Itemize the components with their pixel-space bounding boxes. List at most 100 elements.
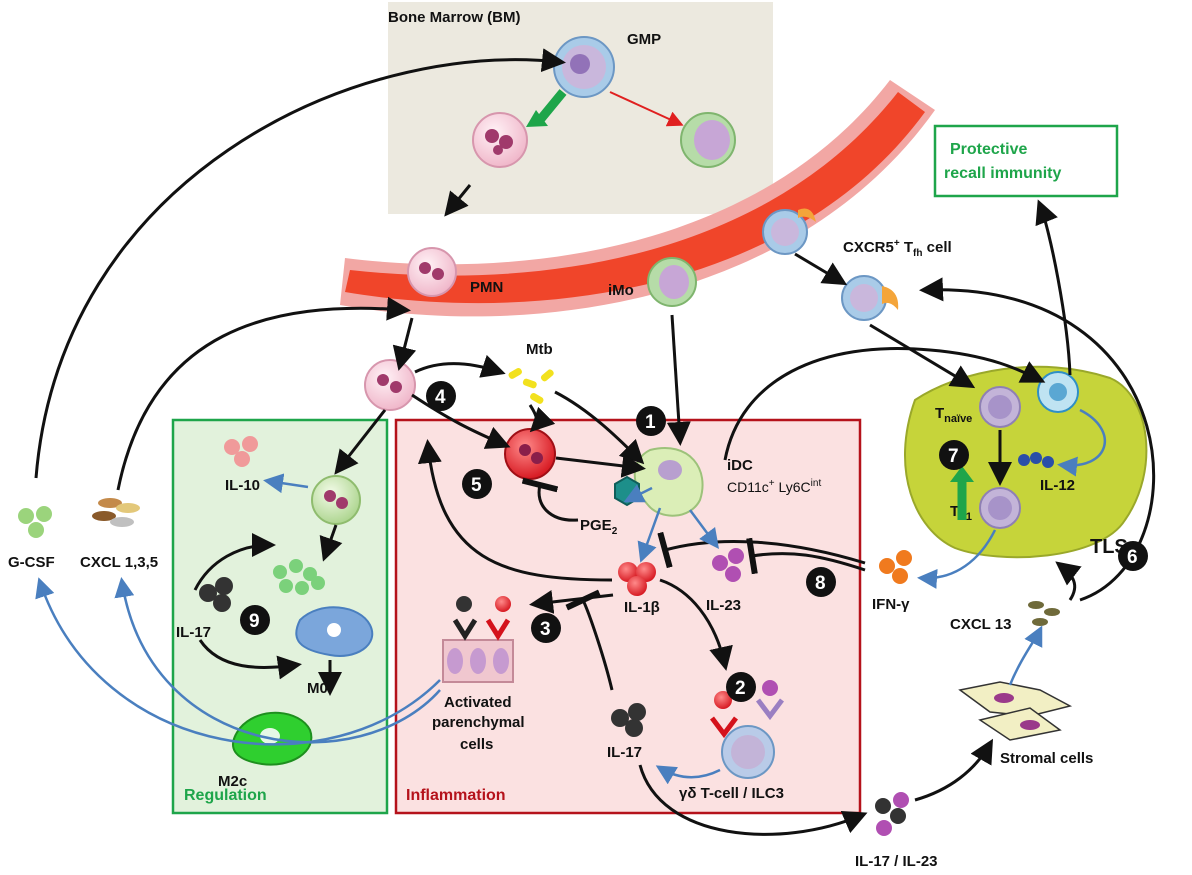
cxcl13-to-tfh-arrow <box>919 277 1156 602</box>
gmp-to-pmn-green-arrow <box>536 89 567 123</box>
gcsf-to-bm-arrow <box>34 48 566 479</box>
m0-label: M0 <box>307 680 328 697</box>
svg-text:6: 6 <box>1127 547 1138 568</box>
step-8-badge: 8 <box>806 567 836 597</box>
bm-monocyte <box>680 112 736 168</box>
dc-to-il12-arrow <box>1057 408 1107 477</box>
parenchymal-cells <box>442 596 514 683</box>
th1-cell <box>979 487 1021 529</box>
il17-il23-to-stromal-arrow <box>914 738 994 802</box>
idc-to-pge2-arrow <box>623 484 653 503</box>
svg-text:3: 3 <box>540 619 551 640</box>
mtb-to-infected-arrow <box>528 404 556 433</box>
parenchymal-to-cxcl-arrow <box>114 577 441 744</box>
cxcl13-label: CXCL 13 <box>950 616 1011 633</box>
il23-molecules <box>712 548 744 582</box>
idc-to-tls-arrow <box>723 347 1046 461</box>
svg-text:5: 5 <box>471 475 482 496</box>
ifng-molecules <box>879 550 912 584</box>
neutrophil-to-infected-arrow <box>411 393 511 449</box>
step-3-badge: 3 <box>531 613 561 643</box>
protective-label-line1: Protective <box>950 141 1027 158</box>
protective-immunity-box <box>933 124 1119 198</box>
idc-to-il23-arrow <box>688 509 719 550</box>
tfh-label: CXCR5+ Tfh cell <box>843 238 952 259</box>
svg-text:2: 2 <box>735 678 746 699</box>
gd-t-cell-label: γδ T-cell / ILC3 <box>679 785 784 802</box>
pmn-extravasation-arrow <box>392 317 417 371</box>
il17-to-bottom-arrow <box>638 764 868 836</box>
stromal-to-cxcl13-arrow <box>1008 625 1043 686</box>
th1-to-ifng-arrow <box>917 529 997 589</box>
stromal-label: Stromal cells <box>1000 750 1093 767</box>
step-6-badge: 6 <box>1118 541 1148 571</box>
neutrophil-apoptosis-arrow <box>319 524 343 562</box>
pge2-molecule <box>614 475 640 507</box>
bm-to-vessel-arrow <box>444 184 472 217</box>
step-1-badge: 1 <box>636 406 666 436</box>
il1b-molecules <box>618 562 656 596</box>
regulation-label: Regulation <box>184 787 267 804</box>
bone-marrow-box <box>388 2 773 214</box>
tls-dendritic-cell <box>1037 371 1079 413</box>
il17-inflammation-label: IL-17 <box>607 744 642 761</box>
idc-to-il1b-arrow <box>637 507 662 563</box>
il23-label: IL-23 <box>706 597 741 614</box>
step-5-badge: 5 <box>462 469 492 499</box>
il17-il23-molecules <box>875 792 909 836</box>
svg-text:1: 1 <box>645 412 656 433</box>
apoptotic-bodies <box>273 559 325 595</box>
extravasated-neutrophil <box>364 359 416 411</box>
mtb-to-idc-arrow <box>554 390 645 465</box>
idc-markers: CD11c+ Ly6Cint <box>727 478 821 495</box>
gmp-to-imo-red-arrow <box>609 91 684 127</box>
vessel-neutrophil <box>407 247 457 297</box>
cxcl13-molecules <box>1028 601 1060 626</box>
svg-text:8: 8 <box>815 573 826 594</box>
il1b-il23-to-gdt-arrow <box>659 578 733 671</box>
step-4-badge: 4 <box>426 381 456 411</box>
cxcl135-molecules <box>92 498 140 527</box>
gcsf-label: G-CSF <box>8 554 55 571</box>
step-9-badge: 9 <box>240 605 270 635</box>
tnaive-label: Tnaïve <box>935 405 972 425</box>
tfh-cell <box>841 275 899 321</box>
gdt-to-il17-arrow <box>655 765 721 785</box>
tls-to-protective-arrow <box>1035 199 1072 376</box>
il17-regulation-molecules <box>199 577 233 612</box>
gcsf-molecules <box>18 506 52 538</box>
green-up-arrowhead <box>950 466 974 482</box>
il12-label: IL-12 <box>1040 477 1075 494</box>
inflammation-label: Inflammation <box>406 787 506 804</box>
cxcl135-label: CXCL 1,3,5 <box>80 554 158 571</box>
pge2-label: PGE2 <box>580 517 618 537</box>
step-2-badge: 2 <box>726 672 756 702</box>
il1b-label: IL-1β <box>624 599 660 616</box>
mtb-bacteria <box>508 368 554 404</box>
il1b-to-neutrophil-arrow <box>417 439 613 582</box>
parenchymal-to-gcsf-arrow <box>35 577 441 746</box>
il10-molecules <box>224 436 258 467</box>
il17-to-m0-arrow <box>198 639 302 680</box>
infected-neutrophil <box>504 428 556 480</box>
bm-neutrophil <box>472 112 528 168</box>
il17-to-apoptotic-arrow <box>193 533 276 591</box>
tfh-to-tls-arrow <box>869 323 976 389</box>
ifng-inhibits-il23-arrow <box>746 537 866 575</box>
neutrophil-to-il10-arrow <box>263 473 309 494</box>
blood-vessel <box>340 80 935 317</box>
activated-label-line3: cells <box>460 736 493 753</box>
m2c-label: M2c <box>218 773 247 790</box>
gd-t-cell <box>710 680 784 779</box>
ifng-label: IFN-γ <box>872 596 910 613</box>
svg-text:4: 4 <box>435 387 446 408</box>
cxcl13-to-tls-arrow <box>1055 561 1082 601</box>
il17-inflammation-molecules <box>611 703 646 737</box>
svg-text:9: 9 <box>249 611 260 632</box>
regulation-neutrophil <box>311 475 361 525</box>
cxcl-to-pmn-arrow <box>116 296 411 491</box>
m0-macrophage <box>295 606 374 657</box>
imo-label: iMo <box>608 282 634 299</box>
il17-regulation-label: IL-17 <box>176 624 211 641</box>
il17-inhibits-parenchymal-arrow <box>565 589 614 691</box>
